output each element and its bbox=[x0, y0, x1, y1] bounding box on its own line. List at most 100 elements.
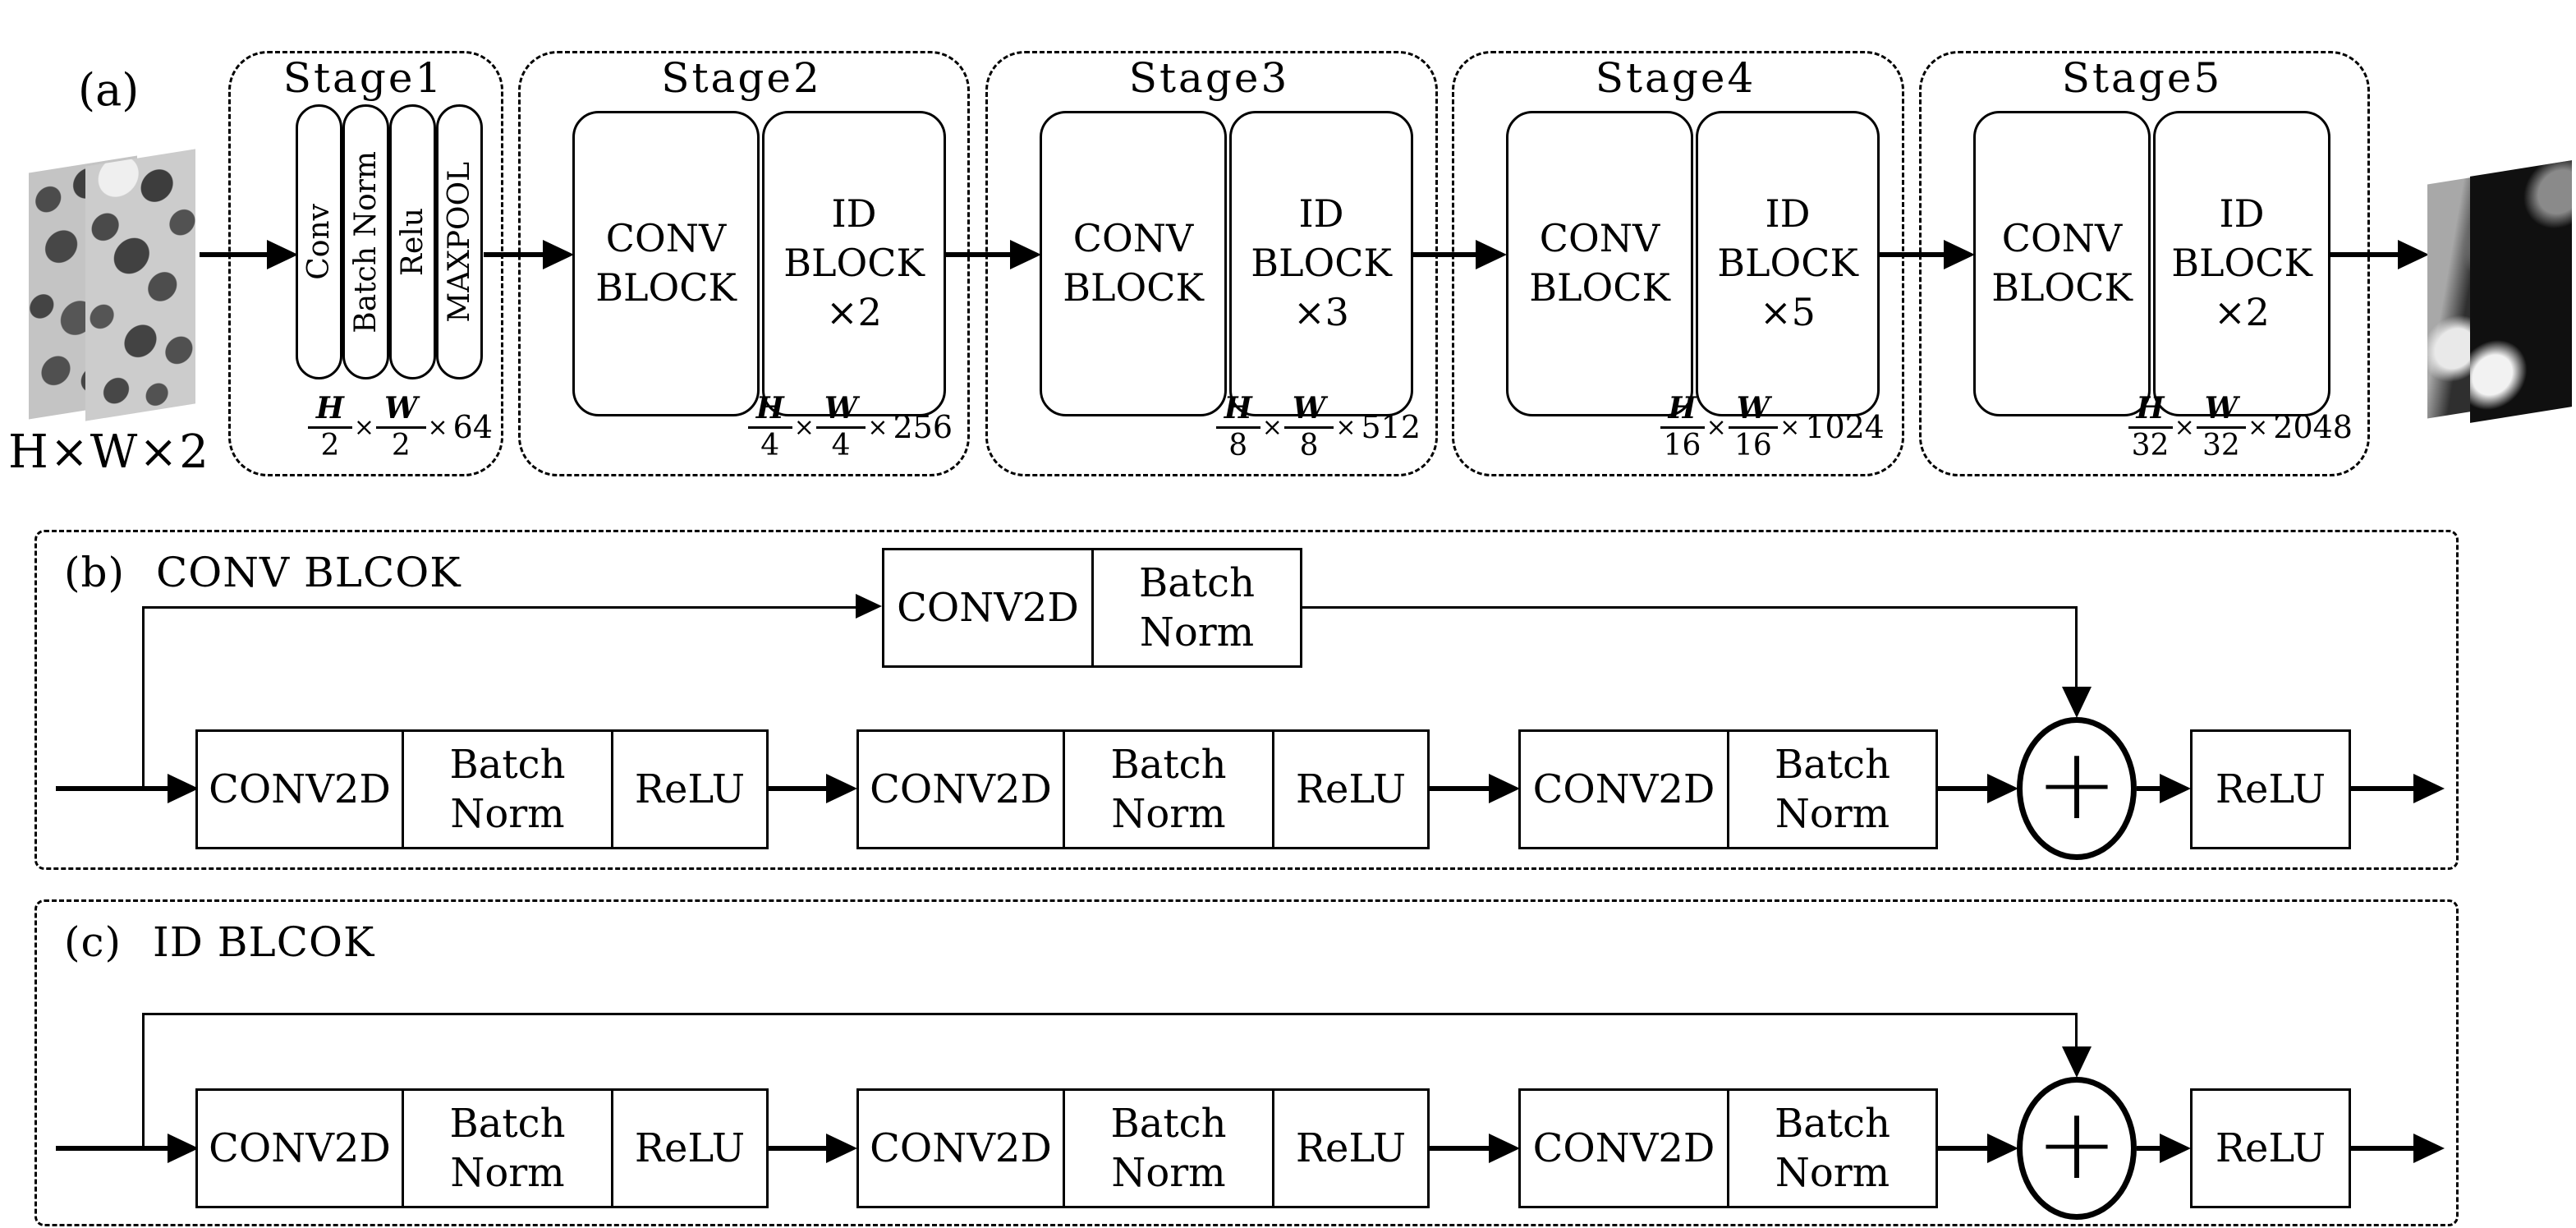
relu-cell: ReLU bbox=[1272, 1088, 1430, 1208]
panel-b-arrow4-shaft bbox=[2137, 786, 2160, 791]
batch-norm-cell: Batch Norm bbox=[1063, 729, 1274, 849]
panel-b-arrow1-shaft bbox=[769, 786, 826, 791]
panel-c-input-arrow-head bbox=[168, 1134, 199, 1163]
plus-sign: + bbox=[2035, 1088, 2119, 1202]
plus-sign: + bbox=[2035, 728, 2119, 842]
stage1-conv-label: Conv bbox=[302, 204, 336, 280]
id-block-label: ID BLOCK bbox=[783, 191, 925, 286]
stage4-id-block: ID BLOCK ×5 bbox=[1696, 111, 1880, 416]
panel-c-sum-node: + bbox=[2017, 1077, 2137, 1220]
panel-b-group3: CONV2D Batch Norm bbox=[1518, 729, 1938, 849]
channel-count: 64 bbox=[452, 409, 493, 445]
input-dimension-label: H×W×2 bbox=[8, 425, 210, 479]
panel-b-shortcut-line-right bbox=[1302, 606, 2078, 609]
panel-b-input-arrow-shaft bbox=[56, 786, 168, 791]
panel-b-shortcut-branch-vertical bbox=[142, 608, 145, 789]
panel-c-group1: CONV2D Batch Norm ReLU bbox=[195, 1088, 769, 1208]
panel-c-box bbox=[34, 899, 2459, 1226]
stage1-maxpool-label: MAXPOOL bbox=[443, 161, 476, 323]
panel-b-input-arrow-head bbox=[168, 774, 199, 803]
stage1-title: Stage1 bbox=[282, 54, 444, 102]
panel-b-arrow2-shaft bbox=[1430, 786, 1489, 791]
arrow-input-to-stage1-head bbox=[267, 240, 298, 269]
conv2d-cell: CONV2D bbox=[195, 1088, 404, 1208]
arrow-stage3-to-stage4-shaft bbox=[1413, 252, 1476, 257]
batch-norm-cell: Batch Norm bbox=[1727, 1088, 1938, 1208]
panel-a-label: (a) bbox=[78, 64, 140, 116]
conv2d-cell: CONV2D bbox=[1518, 1088, 1729, 1208]
times-sign: × bbox=[793, 412, 815, 442]
stage3-title: Stage3 bbox=[1128, 54, 1290, 102]
panel-b-arrow1-head bbox=[826, 774, 857, 803]
panel-b-shortcut-line-left bbox=[142, 606, 856, 609]
stage2-conv-block: CONV BLOCK bbox=[572, 111, 760, 416]
stage3-conv-block: CONV BLOCK bbox=[1040, 111, 1227, 416]
stage1-capsule-conv: Conv bbox=[296, 104, 342, 379]
batch-norm-cell: Batch Norm bbox=[402, 729, 613, 849]
conv-block-label: CONV BLOCK bbox=[1063, 216, 1204, 310]
id-block-label: ID BLOCK bbox=[2171, 191, 2312, 286]
id-block-multiplier: ×2 bbox=[826, 289, 882, 334]
stage5-id-block: ID BLOCK ×2 bbox=[2153, 111, 2330, 416]
times-sign: × bbox=[2248, 412, 2269, 442]
conv-block-label: CONV BLOCK bbox=[1991, 216, 2133, 310]
panel-c-group3: CONV2D Batch Norm bbox=[1518, 1088, 1938, 1208]
shortcut-conv2d-cell: CONV2D bbox=[882, 548, 1094, 668]
panel-b-box bbox=[34, 530, 2459, 870]
stage3-id-block: ID BLOCK ×3 bbox=[1229, 111, 1413, 416]
panel-c-output-arrow-head bbox=[2413, 1134, 2445, 1163]
panel-c-arrow1-shaft bbox=[769, 1146, 826, 1151]
id-block-multiplier: ×5 bbox=[1760, 289, 1816, 334]
panel-c-final-relu: ReLU bbox=[2190, 1088, 2351, 1208]
channel-count: 2048 bbox=[2273, 409, 2353, 445]
panel-b-sum-node: + bbox=[2017, 717, 2137, 860]
relu-cell: ReLU bbox=[2190, 729, 2351, 849]
stage5-box bbox=[1919, 51, 2370, 476]
output-feature-map-front bbox=[2470, 160, 2572, 423]
panel-c-arrow1-head bbox=[826, 1134, 857, 1163]
arrow-stage5-to-output-head bbox=[2398, 240, 2429, 269]
stage1-capsule-batch-norm: Batch Norm bbox=[342, 104, 389, 379]
channel-count: 512 bbox=[1361, 409, 1421, 445]
panel-c-group2: CONV2D Batch Norm ReLU bbox=[856, 1088, 1430, 1208]
stage2-box bbox=[518, 51, 970, 476]
times-sign: × bbox=[2174, 412, 2195, 442]
batch-norm-cell: Batch Norm bbox=[1063, 1088, 1274, 1208]
batch-norm-cell: Batch Norm bbox=[402, 1088, 613, 1208]
panel-c-output-arrow-shaft bbox=[2351, 1146, 2413, 1151]
panel-c-shortcut-line bbox=[142, 1013, 2078, 1015]
times-sign: × bbox=[353, 412, 375, 442]
panel-b-arrow3-head bbox=[1987, 774, 2018, 803]
panel-c-arrow2-head bbox=[1489, 1134, 1520, 1163]
panel-c-label: (c)ID BLCOK bbox=[64, 918, 374, 966]
conv2d-cell: CONV2D bbox=[1518, 729, 1729, 849]
panel-b-arrow4-head bbox=[2160, 774, 2191, 803]
id-block-label: ID BLOCK bbox=[1251, 191, 1392, 286]
stage1-relu-label: Relu bbox=[396, 207, 429, 277]
conv2d-cell: CONV2D bbox=[856, 729, 1065, 849]
stage1-capsule-maxpool: MAXPOOL bbox=[436, 104, 483, 379]
panel-c-shortcut-drop-vertical bbox=[2075, 1013, 2078, 1048]
relu-cell: ReLU bbox=[611, 729, 769, 849]
arrow-stage4-to-stage5-head bbox=[1944, 240, 1975, 269]
panel-b-group1: CONV2D Batch Norm ReLU bbox=[195, 729, 769, 849]
shortcut-batch-norm-cell: Batch Norm bbox=[1091, 548, 1302, 668]
arrow-stage5-to-output-shaft bbox=[2330, 252, 2398, 257]
input-image-front bbox=[85, 149, 195, 421]
stage1-box bbox=[228, 51, 503, 476]
times-sign: × bbox=[1335, 412, 1357, 442]
panel-c-input-arrow-shaft bbox=[56, 1146, 168, 1151]
conv2d-cell: CONV2D bbox=[195, 729, 404, 849]
panel-b-group2: CONV2D Batch Norm ReLU bbox=[856, 729, 1430, 849]
arrow-stage1-to-stage2-head bbox=[543, 240, 574, 269]
